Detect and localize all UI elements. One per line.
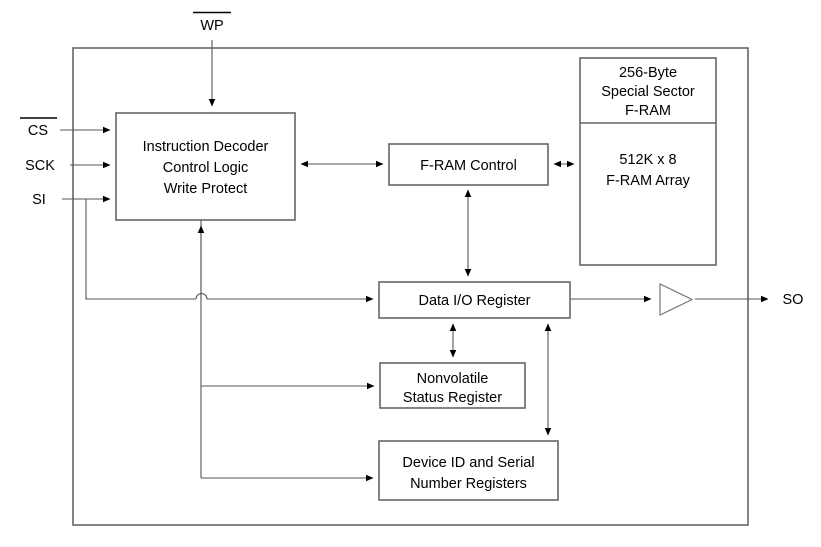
instruction-decoder-box — [115, 112, 296, 221]
block-fram-control: F-RAM Control — [388, 143, 549, 186]
wire-si-branch-left — [85, 199, 196, 300]
fram-control-box — [388, 143, 549, 186]
instruction-decoder-line-2: Control Logic — [163, 160, 248, 176]
status-register-box — [379, 362, 526, 409]
pin-si-text: SI — [32, 192, 46, 208]
pin-sck-text: SCK — [25, 158, 55, 174]
fram-control-label: F-RAM Control — [420, 158, 517, 174]
block-status-register: Nonvolatile Status Register — [379, 362, 526, 409]
data-io-register-box — [378, 281, 571, 319]
pin-label-wp: WP — [193, 11, 231, 34]
device-id-register-line-2: Number Registers — [410, 476, 527, 492]
fram-array-line-2: F-RAM Array — [606, 173, 691, 189]
data-io-register-label: Data I/O Register — [418, 293, 530, 309]
device-id-register-line-1: Device ID and Serial — [402, 455, 534, 471]
fram-array-line-1: 512K x 8 — [619, 152, 676, 168]
status-register-line-2: Status Register — [403, 390, 502, 406]
block-instruction-decoder: Instruction Decoder Control Logic Write … — [115, 112, 296, 221]
instruction-decoder-line-3: Write Protect — [164, 181, 248, 197]
block-fram-memory: 256-Byte Special Sector F-RAM 512K x 8 F… — [579, 57, 717, 266]
block-data-io-register: Data I/O Register — [378, 281, 571, 319]
special-sector-line-3: F-RAM — [625, 103, 671, 119]
pin-cs-text: CS — [28, 123, 48, 139]
pin-label-cs: CS — [20, 117, 57, 139]
block-device-id-register: Device ID and Serial Number Registers — [378, 440, 559, 501]
output-buffer-icon — [659, 283, 694, 316]
special-sector-line-2: Special Sector — [601, 84, 695, 100]
chip-boundary — [72, 47, 749, 526]
pin-so-text: SO — [783, 292, 804, 308]
special-sector-line-1: 256-Byte — [619, 65, 677, 81]
device-id-register-box — [378, 440, 559, 501]
instruction-decoder-line-1: Instruction Decoder — [143, 139, 269, 155]
status-register-line-1: Nonvolatile — [417, 371, 489, 387]
fram-memory-box — [579, 57, 717, 266]
pin-wp-text: WP — [200, 18, 223, 34]
